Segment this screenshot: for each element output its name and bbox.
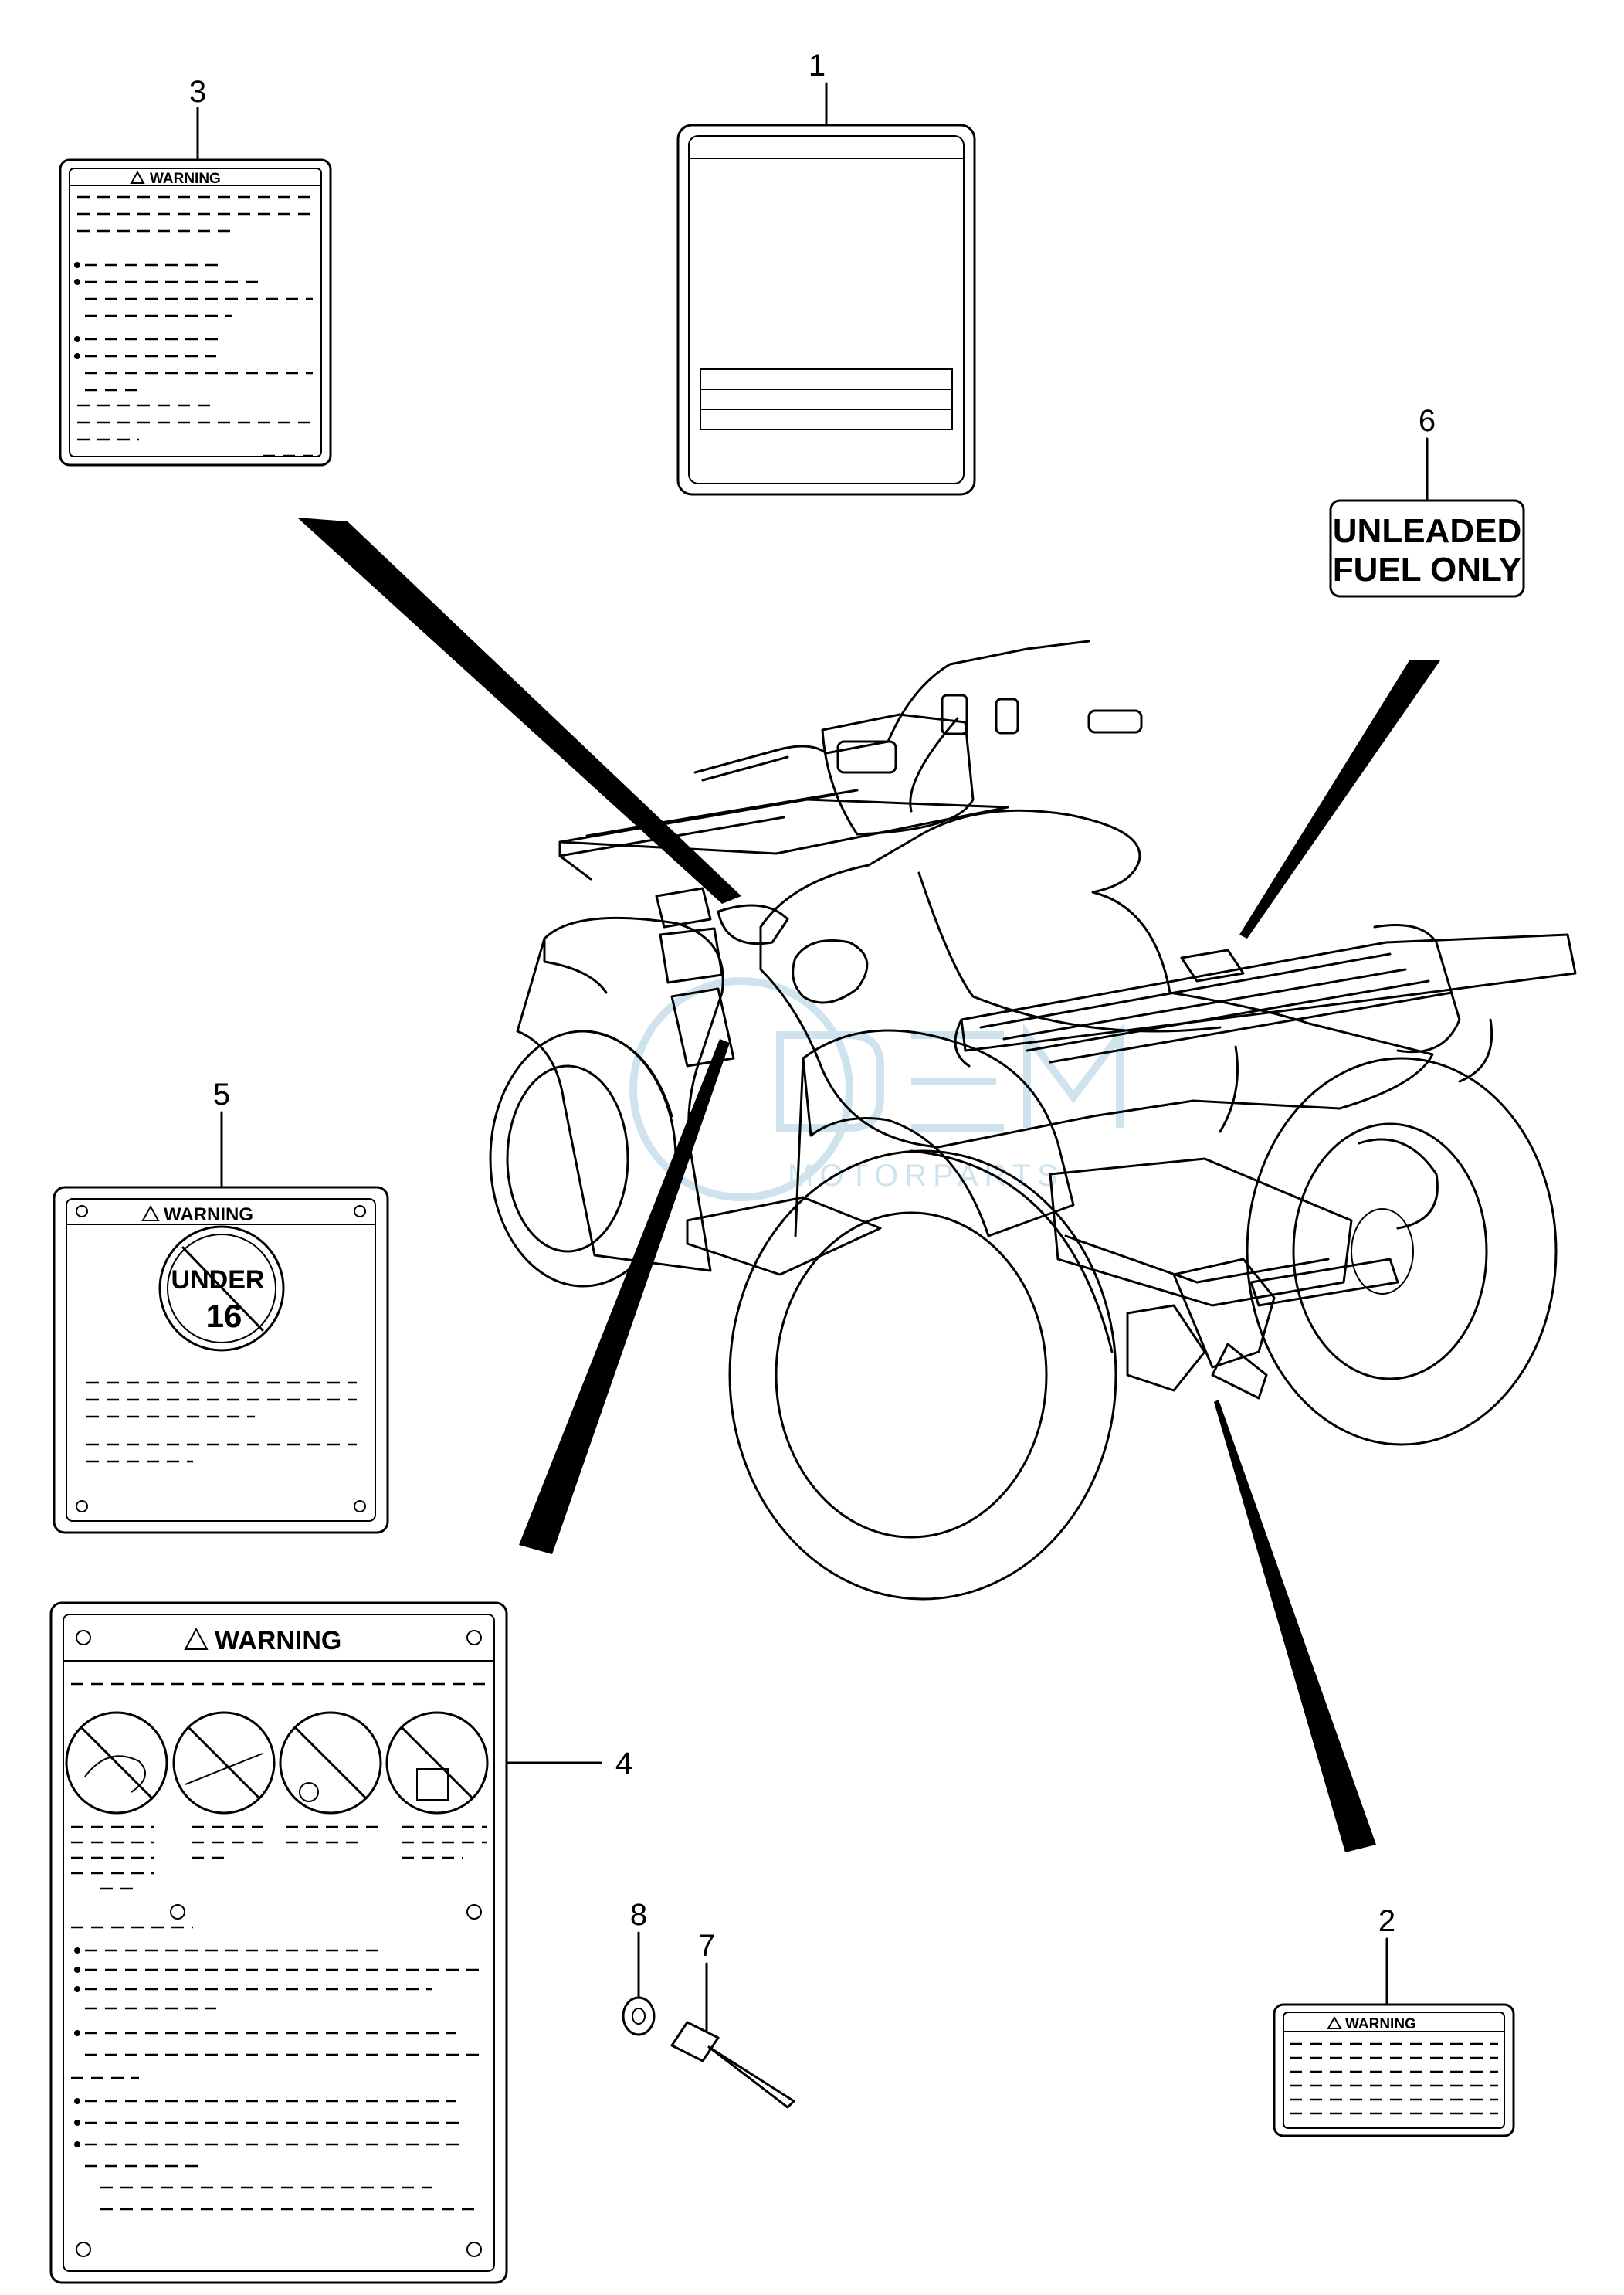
callout-1: 1 [809, 49, 828, 127]
callout-3: 3 [189, 75, 206, 161]
decal-2-warning-label: WARNING [1273, 2003, 1515, 2137]
callout-8: 8 [630, 1898, 647, 1999]
callout-4-number: 4 [615, 1747, 632, 1781]
callout-2: 2 [1378, 1904, 1395, 2006]
warning-triangle-icon [184, 1627, 209, 1650]
warning-triangle-icon [141, 1204, 160, 1221]
callout-3-number: 3 [189, 75, 206, 109]
warning-triangle-icon [1327, 2015, 1342, 2029]
decal-1-blank-label [676, 124, 976, 496]
under-top-text: UNDER [171, 1265, 265, 1295]
callout-7: 7 [698, 1929, 715, 2033]
decal-5-warning-text: WARNING [164, 1204, 253, 1225]
callout-2-number: 2 [1378, 1904, 1395, 1938]
rear-rack [954, 924, 1577, 1133]
watermark-sub: MOTORPARTS [788, 1159, 1064, 1193]
callout-5-number: 5 [213, 1078, 230, 1112]
decal-4-warning-text: WARNING [215, 1626, 341, 1655]
atv-illustration [489, 640, 1577, 1601]
decal-6-unleaded-fuel: UNLEADED FUEL ONLY [1329, 499, 1525, 598]
decal-3-warning-label: WARNING [59, 158, 332, 467]
callout-1-number: 1 [809, 49, 826, 83]
pointer-decal-6 [1239, 660, 1440, 939]
pointer-decal-3 [297, 518, 741, 904]
pointer-decal-2 [1214, 1400, 1376, 1852]
callout-5: 5 [213, 1078, 230, 1189]
washer-part [622, 1996, 656, 2036]
body-and-seat [655, 809, 1434, 1149]
decal-2-warning-text: WARNING [1345, 2016, 1416, 2032]
decal-5-under-16-warning: WARNING UNDER 16 [53, 1186, 389, 1534]
callout-8-number: 8 [630, 1898, 647, 1932]
pointer-decal-5 [519, 1039, 730, 1554]
unleaded-line-1: UNLEADED [1333, 512, 1521, 550]
rear-right-wheel [1246, 1057, 1558, 1446]
prohibition-pictograms [65, 1711, 489, 1815]
rivet-part [670, 2021, 795, 2109]
callout-6: 6 [1419, 404, 1436, 502]
rear-left-wheel [728, 1149, 1117, 1601]
decal-4-large-warning: WARNING [49, 1601, 508, 2284]
handlebar [693, 640, 1143, 836]
callout-4: 4 [505, 1747, 632, 1781]
warning-triangle-icon [130, 170, 145, 184]
callout-6-number: 6 [1419, 404, 1436, 438]
rear-fender-frame [686, 1029, 1439, 1400]
callout-7-number: 7 [698, 1929, 715, 1963]
front-left-wheel [489, 1030, 677, 1288]
decal-3-warning-text: WARNING [150, 171, 221, 187]
front-fender [516, 916, 724, 1272]
front-rack [558, 789, 1009, 881]
unleaded-line-2: FUEL ONLY [1333, 551, 1522, 589]
